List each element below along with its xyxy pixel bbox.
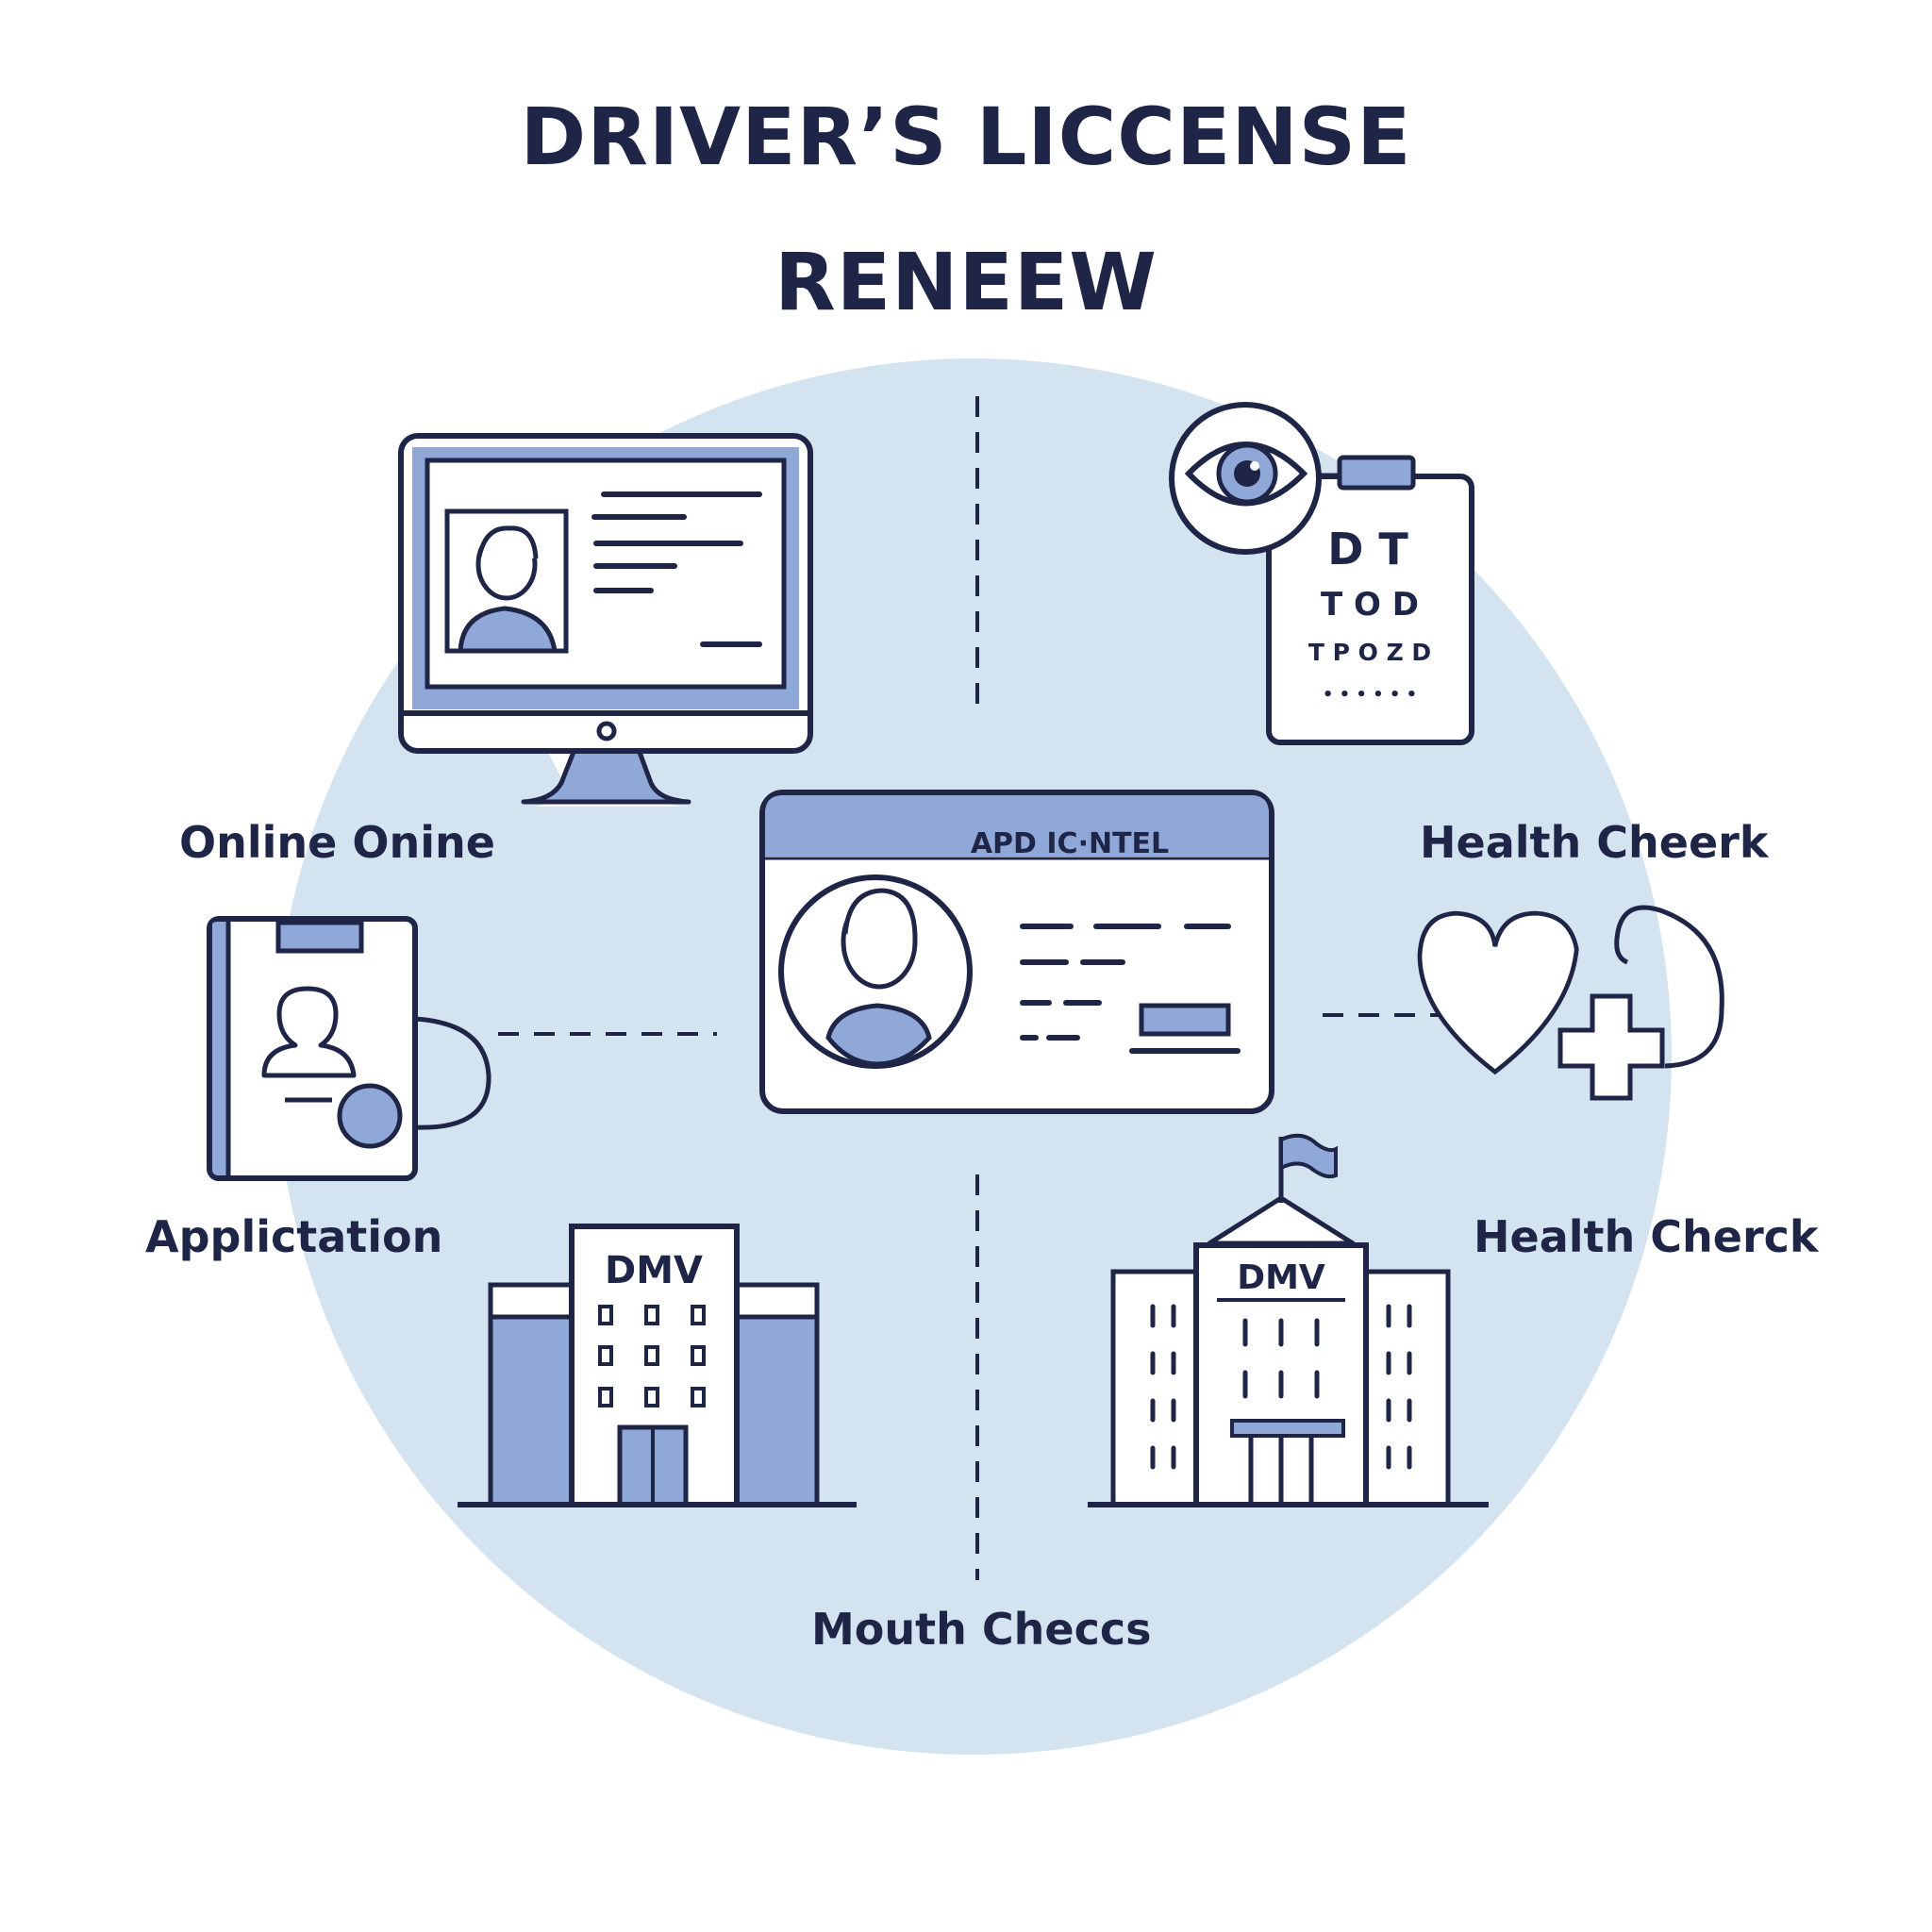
- dmv-building-left: DMV: [458, 1224, 857, 1507]
- label-health-top: Health Cheerk: [1420, 817, 1769, 868]
- label-bottom: Mouth Checcs: [811, 1604, 1152, 1655]
- title-line-2: RENEEW: [774, 236, 1158, 328]
- eye-chart-row-2: T O D: [1321, 586, 1419, 624]
- computer-monitor-icon: [398, 433, 813, 807]
- label-online: Online Onine: [179, 817, 495, 868]
- dmv-building-right: DMV: [1088, 1133, 1489, 1507]
- license-card: APD IC·NTEL: [759, 790, 1274, 1114]
- license-card-header: APD IC·NTEL: [971, 827, 1169, 860]
- eye-chart-row-3: T P O Z D: [1308, 639, 1431, 666]
- dashed-connectors: [498, 396, 1533, 1580]
- eye-chart-row-1: D T: [1327, 524, 1408, 575]
- eye-chart-row-4: • • • • • •: [1323, 685, 1417, 705]
- title-line-1: DRIVER’S LICCENSE: [520, 91, 1412, 183]
- application-clipboard-icon: [207, 916, 491, 1181]
- dmv-sign-right: DMV: [1237, 1258, 1325, 1297]
- heart-health-icon: [1417, 905, 1724, 1101]
- label-application: Applictation: [145, 1211, 443, 1262]
- label-health-bottom: Health Cherck: [1474, 1211, 1819, 1262]
- dmv-sign-left: DMV: [605, 1249, 703, 1292]
- eye-chart-icon: D T T O D T P O Z D • • • • • •: [1169, 402, 1474, 745]
